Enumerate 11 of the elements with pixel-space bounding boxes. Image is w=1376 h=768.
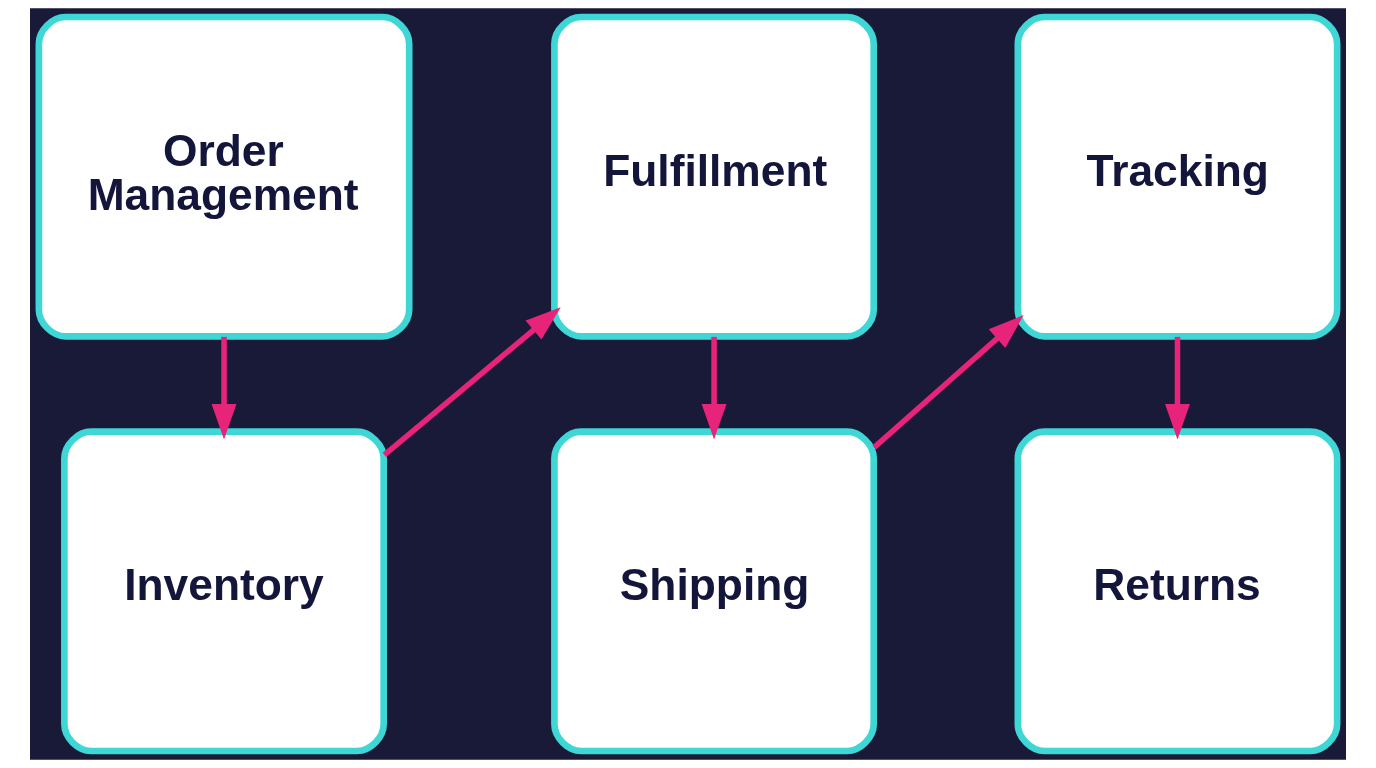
node-box: Tracking [1014,13,1341,340]
node-box: Inventory [61,428,387,755]
arrow [211,336,237,440]
node-box: Order Management [35,13,413,340]
node-box: Returns [1014,428,1341,755]
arrow [1165,336,1190,440]
node-box: Fulfillment [551,13,878,340]
arrow [382,307,561,457]
arrow [701,336,727,440]
node-box: Shipping [551,428,878,755]
arrow [872,315,1024,450]
